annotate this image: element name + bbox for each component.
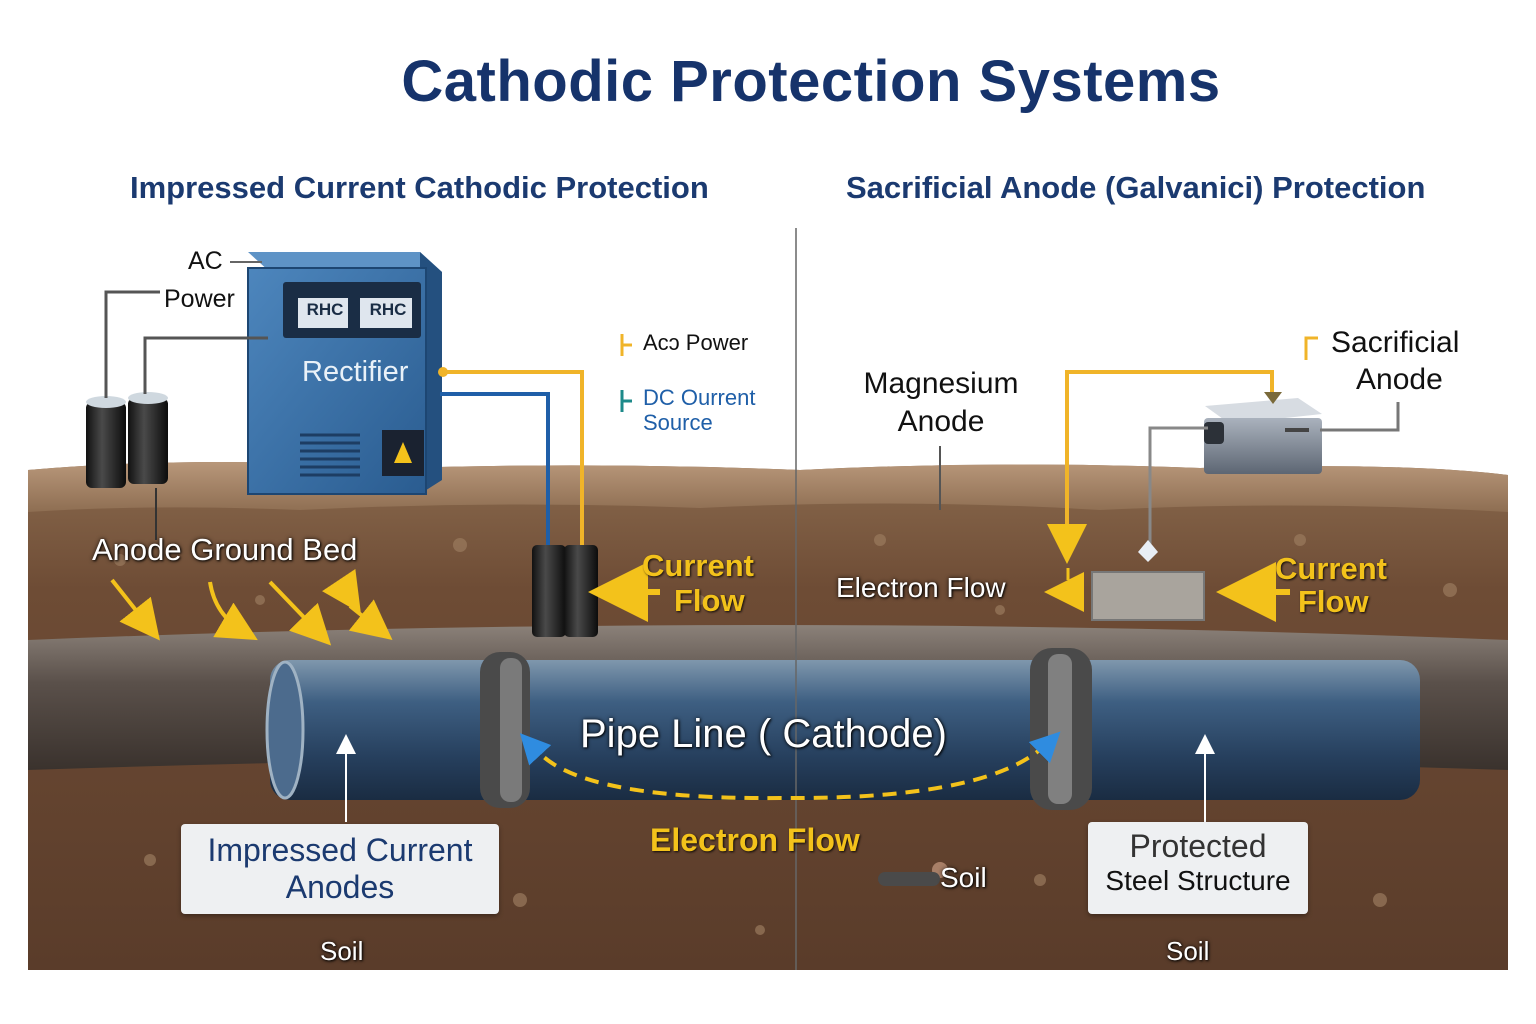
magnesium-anode-block (1091, 571, 1205, 621)
sacrificial-anode-label: Anode (1356, 363, 1443, 396)
power-label: Power (164, 285, 235, 313)
legend-dc-line2: Source (643, 410, 713, 435)
anode-posts (532, 545, 598, 637)
right-soil-label: Soil (1166, 936, 1210, 966)
legend-dc-line1: DC Ourrent (643, 385, 756, 410)
right-electron-flow-label: Electron Flow (836, 572, 1006, 603)
left-flow-label: Flow (674, 583, 745, 618)
mid-soil-label: Soil (940, 862, 987, 893)
meter-left: RHC (306, 300, 344, 319)
pipe-collar-right (1030, 648, 1092, 810)
yellow-wire-left (440, 370, 584, 548)
pipe-collar-left (480, 652, 530, 808)
rectifier (247, 252, 442, 495)
blue-wire-left (440, 392, 550, 548)
pipe-line-label: Pipe Line ( Cathode) (580, 712, 947, 756)
meter-right: RHC (369, 300, 407, 319)
legend-sacrificial-mark (1304, 336, 1318, 360)
ground-bed-arrows (110, 568, 393, 646)
soil-stub (878, 872, 940, 886)
page-title: Cathodic Protection Systems (401, 49, 1221, 114)
sacrificial-anode-box (1204, 392, 1322, 474)
rectifier-label: Rectifier (302, 356, 409, 388)
impressed-current-anodes-box: Impressed Current Anodes (181, 824, 499, 914)
magnesium-anode-label: Anode (897, 405, 985, 438)
sacrificial-label: Sacrificial (1331, 326, 1460, 359)
anodes-box-line1: Impressed Current (207, 832, 473, 868)
protected-steel-structure-box: Protected Steel Structure (1088, 822, 1308, 914)
left-section-title: Impressed Current Cathodic Protection (130, 170, 709, 205)
electron-flow-label: Electron Flow (650, 822, 860, 858)
rectifier-vent (300, 433, 360, 477)
anodes-box-line2: Anodes (285, 869, 395, 905)
legend-ac-mark (620, 334, 632, 356)
magnesium-label: Magnesium (863, 367, 1019, 400)
ac-label: AC (188, 247, 223, 275)
legend-ac-power: Acɔ Power (643, 330, 749, 355)
electron-flow-loop (528, 736, 1054, 801)
protected-box-line2: Steel Structure (1105, 865, 1291, 896)
yellow-wire-right (1047, 370, 1274, 564)
right-section-title: Sacrificial Anode (Galvanici) Protection (846, 170, 1426, 205)
right-current-label: Current (1275, 551, 1387, 586)
pipe-end-left (265, 660, 305, 800)
right-flow-label: Flow (1298, 584, 1369, 619)
left-soil-label: Soil (320, 936, 364, 966)
protected-box-line1: Protected (1129, 828, 1267, 864)
ac-power-cylinders (86, 392, 168, 488)
legend-dc-mark (620, 390, 632, 412)
anode-ground-bed-label: Anode Ground Bed (92, 532, 358, 567)
left-current-label: Current (642, 548, 754, 583)
warning-icon (394, 442, 412, 463)
pipeline (270, 660, 1420, 800)
